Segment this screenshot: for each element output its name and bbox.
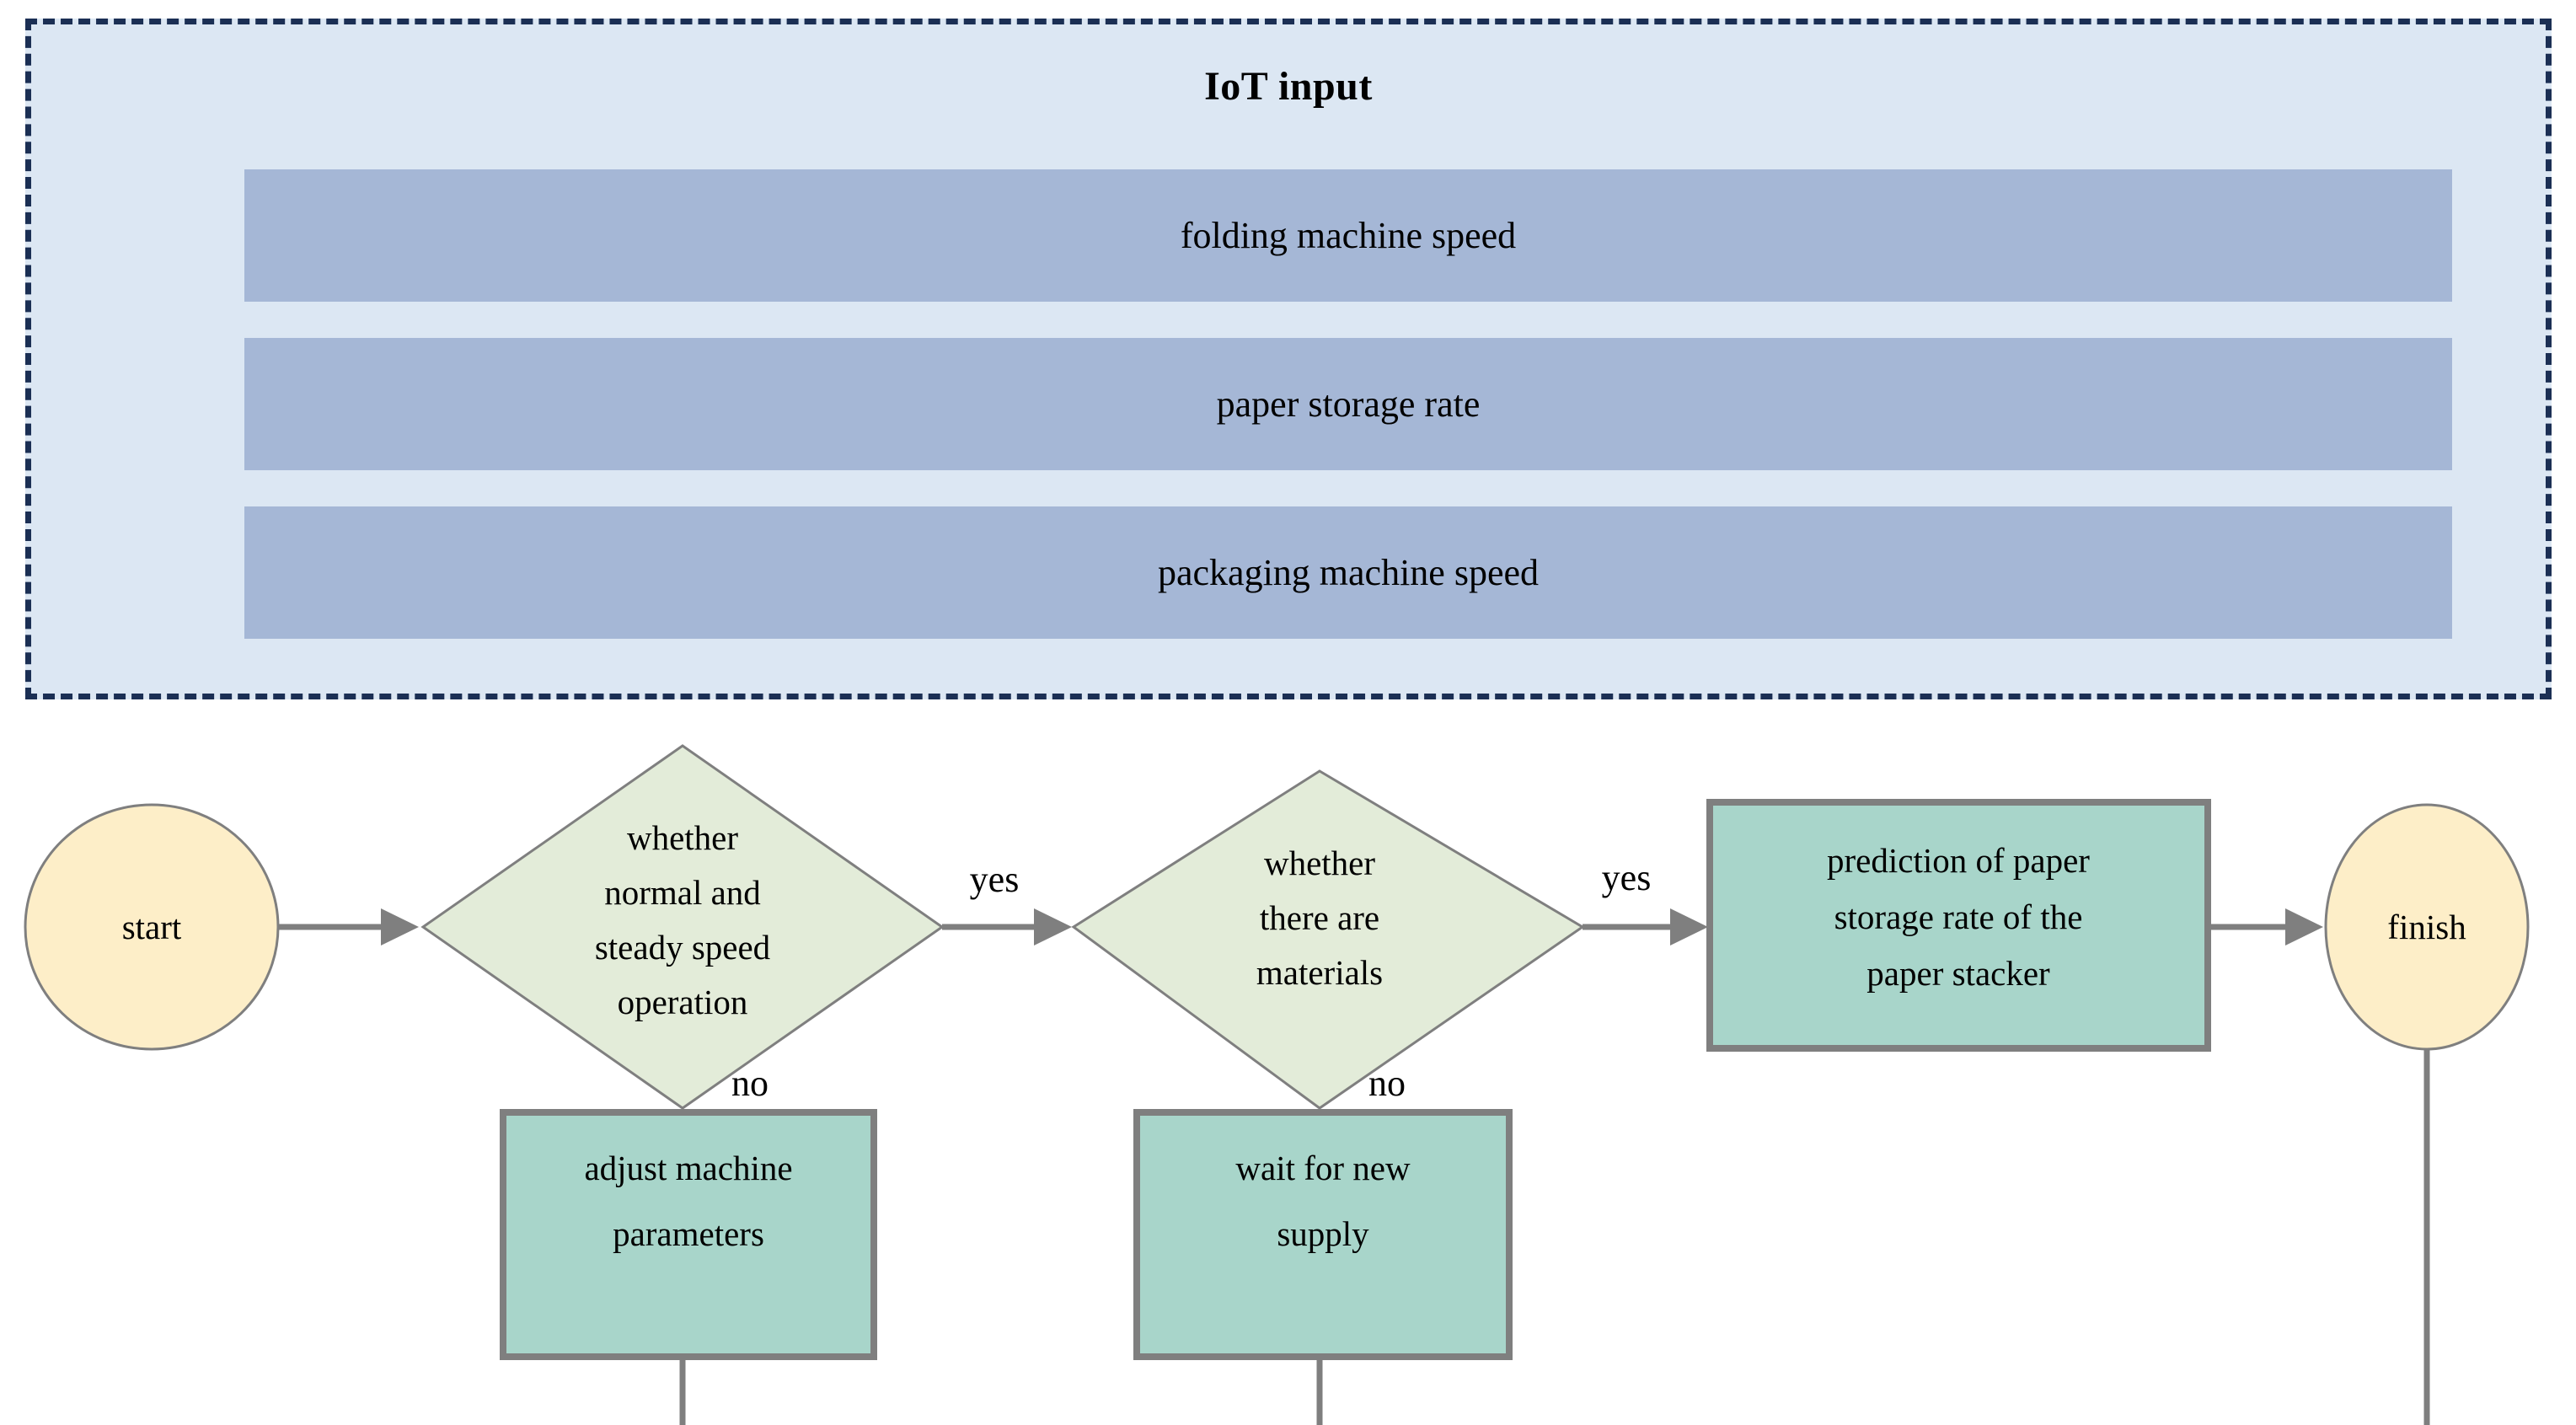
node-adjust-machine-parameters[interactable]: adjust machine parameters	[500, 1109, 877, 1360]
node-finish-label: finish	[2387, 908, 2466, 946]
flowchart: start whether normal and steady speed op…	[24, 744, 2530, 1425]
node-prediction-line-1: prediction of paper	[1827, 841, 2090, 880]
node-adjust-line-1: adjust machine	[584, 1149, 792, 1187]
node-prediction-line-2: storage rate of the	[1834, 897, 2083, 936]
node-decision-materials[interactable]: whether there are materials	[1071, 769, 1585, 1110]
node-wait-line-1: wait for new	[1235, 1149, 1411, 1187]
iot-input-panel: IoT input folding machine speed paper st…	[25, 19, 2552, 699]
iot-input-bar: packaging machine speed	[244, 506, 2452, 639]
node-prediction-line-3: paper stacker	[1866, 954, 2050, 993]
iot-input-bar: paper storage rate	[244, 338, 2452, 470]
node-start-label: start	[122, 908, 182, 946]
iot-input-bar-label: packaging machine speed	[1157, 552, 1540, 593]
edge-prediction-to-finish	[2208, 908, 2323, 946]
edge-feedback-bus-to-finish	[2406, 996, 2448, 1425]
node-decision-speed-line-3: steady speed	[595, 928, 770, 967]
node-start[interactable]: start	[24, 803, 280, 1051]
edge-adjust-to-feedback-bus	[679, 1357, 686, 1425]
node-finish[interactable]: finish	[2324, 803, 2530, 1051]
node-wait-for-new-supply[interactable]: wait for new supply	[1133, 1109, 1513, 1360]
edge-label-speed-no: no	[731, 1063, 769, 1104]
edge-materials-yes-to-prediction	[1583, 908, 1708, 946]
node-prediction[interactable]: prediction of paper storage rate of the …	[1706, 799, 2211, 1052]
node-wait-line-2: supply	[1277, 1214, 1369, 1253]
node-adjust-line-2: parameters	[613, 1214, 764, 1253]
edge-speed-yes-to-materials-decision	[942, 908, 1072, 946]
node-decision-speed-line-1: whether	[627, 818, 738, 857]
node-decision-materials-line-1: whether	[1264, 844, 1375, 882]
edge-label-materials-no: no	[1368, 1063, 1406, 1104]
node-decision-materials-line-2: there are	[1260, 898, 1379, 937]
iot-input-panel-inner: IoT input folding machine speed paper st…	[31, 24, 2546, 694]
node-decision-speed[interactable]: whether normal and steady speed operatio…	[420, 744, 945, 1110]
iot-input-bar: folding machine speed	[244, 169, 2452, 302]
node-decision-speed-line-4: operation	[618, 983, 748, 1021]
node-decision-speed-line-2: normal and	[604, 873, 761, 912]
iot-input-bar-label: folding machine speed	[1180, 215, 1517, 256]
iot-input-title: IoT input	[1204, 64, 1373, 109]
iot-input-bar-label: paper storage rate	[1216, 383, 1481, 425]
node-decision-materials-line-3: materials	[1256, 953, 1383, 992]
edge-start-to-speed-decision	[278, 908, 419, 946]
edge-label-speed-yes: yes	[970, 859, 1020, 900]
edge-label-materials-yes: yes	[1602, 857, 1652, 898]
